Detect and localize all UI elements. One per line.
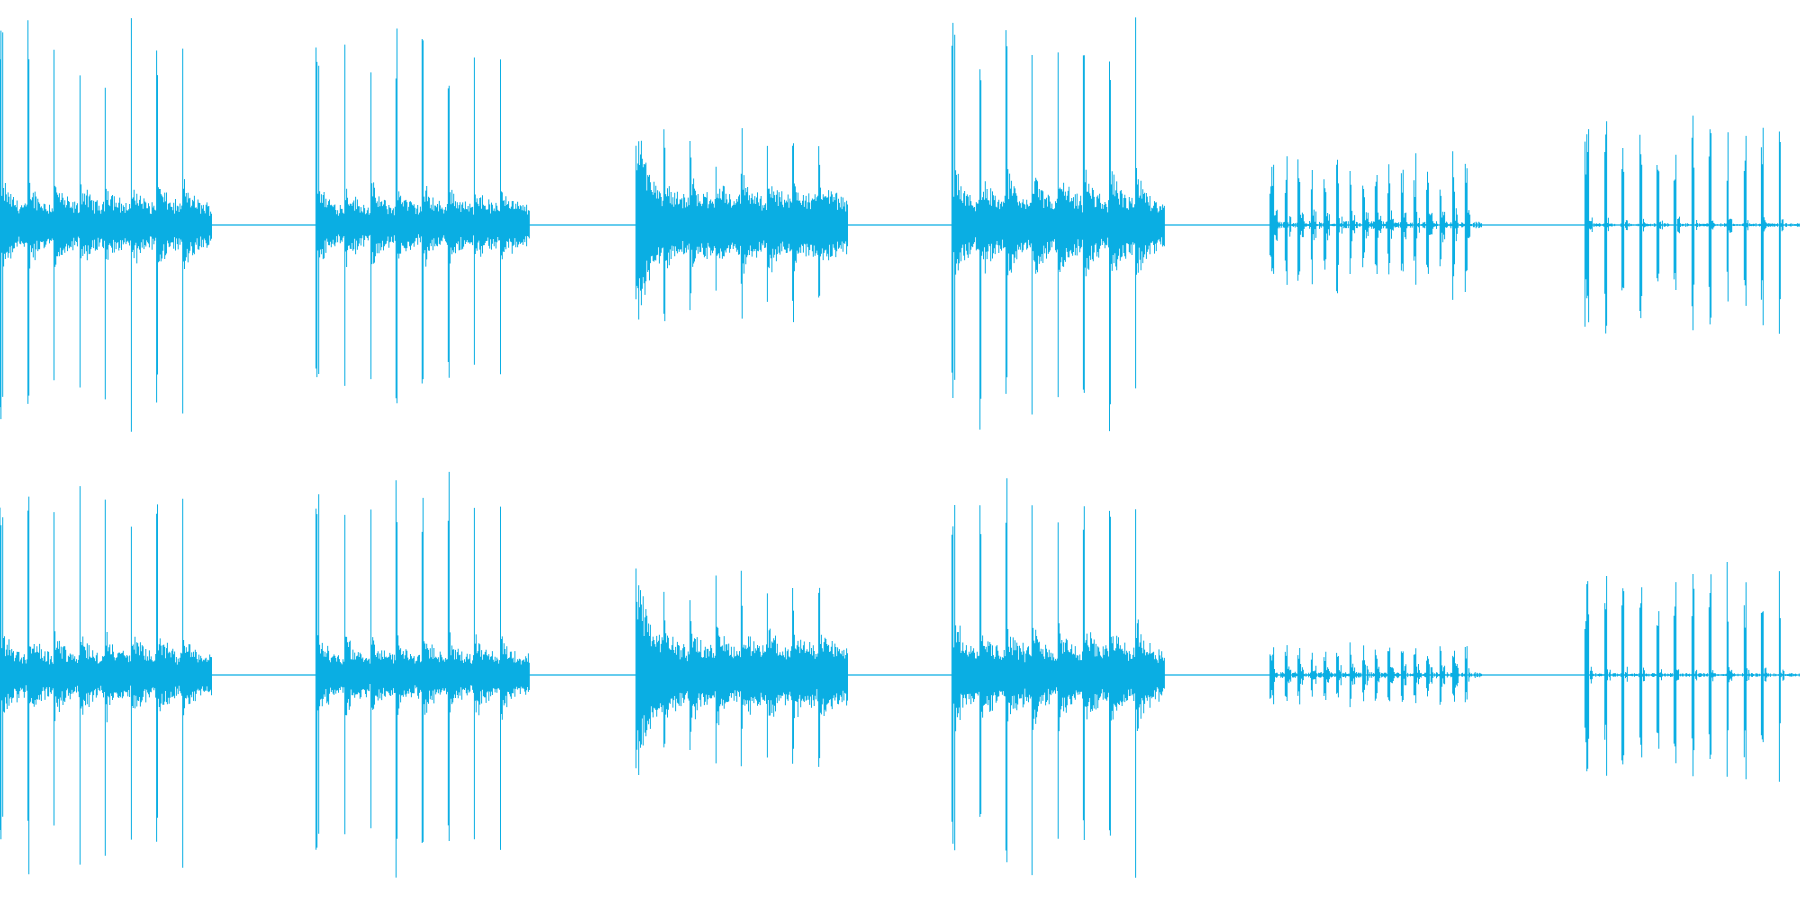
channel-1-clip-5 (1269, 151, 1482, 300)
channel-2-clip-1 (0, 486, 212, 875)
channel-2-clip-5-samples (1269, 642, 1482, 708)
channel-1-clip-6 (1584, 115, 1800, 334)
channel-2-clip-5 (1269, 642, 1482, 708)
channel-1-clip-1-samples (0, 18, 212, 432)
channel-2-clip-6-samples (1584, 562, 1800, 782)
channel-1-clip-4 (951, 17, 1165, 432)
channel-1-clip-2 (315, 28, 530, 404)
channel-1-clip-4-samples (951, 17, 1165, 432)
channel-2-clip-4-samples (951, 478, 1165, 878)
channel-2-clip-3 (635, 568, 848, 775)
channel-1-waveform (0, 17, 1800, 432)
channel-2-clip-1-samples (0, 486, 212, 875)
channel-2-clip-6 (1584, 562, 1800, 782)
channel-2-clip-4 (951, 478, 1165, 878)
channel-1-clip-5-samples (1269, 151, 1482, 300)
channel-2-clip-2-samples (315, 471, 530, 878)
channel-2-clip-2 (315, 471, 530, 878)
channel-2-waveform (0, 471, 1800, 878)
channel-1-clip-1 (0, 18, 212, 432)
channel-1-clip-2-samples (315, 28, 530, 404)
channel-1-clip-3-samples (635, 128, 848, 323)
channel-2-clip-3-samples (635, 568, 848, 775)
channel-1-clip-6-samples (1584, 115, 1800, 334)
channel-1-clip-3 (635, 128, 848, 323)
